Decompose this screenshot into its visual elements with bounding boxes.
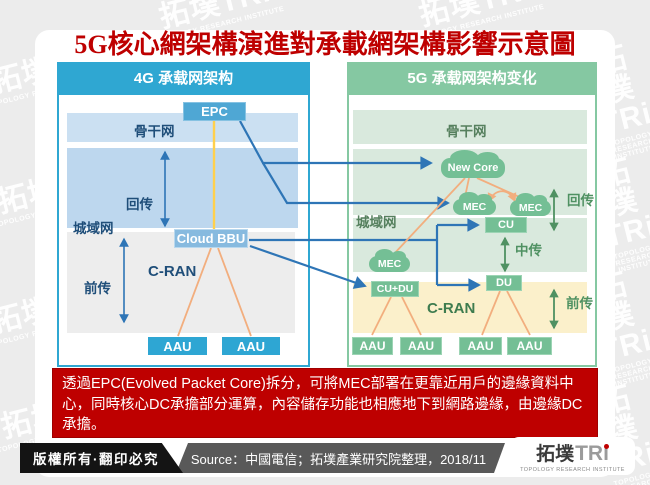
node-aau-5g-4: AAU xyxy=(507,337,552,355)
label-5g-cran: C-RAN xyxy=(427,300,476,317)
source-text: Source：中國電信；拓墣產業研究院整理，2018/11 xyxy=(190,451,487,467)
logo-panel: 拓墣 TRi TOPOLOGY RESEARCH INSTITUTE xyxy=(510,437,635,475)
band-4g-backhaul xyxy=(67,148,298,228)
source-bar: Source：中國電信；拓墣產業研究院整理，2018/11 xyxy=(172,443,505,473)
node-aau-5g-3: AAU xyxy=(459,337,502,355)
label-5g-metro: 城域网 xyxy=(356,215,397,230)
logo-row: 拓墣 TRi xyxy=(536,439,609,466)
node-aau-4g-1: AAU xyxy=(148,337,207,355)
node-du: DU xyxy=(486,275,522,291)
node-aau-5g-2: AAU xyxy=(400,337,442,355)
node-cu: CU xyxy=(485,217,527,233)
label-5g-midhaul: 中传 xyxy=(515,243,542,258)
node-epc: EPC xyxy=(183,102,246,121)
node-mec-cloud-edge: MEC xyxy=(369,249,410,272)
node-aau-4g-2: AAU xyxy=(222,337,280,355)
logo-subtitle: TOPOLOGY RESEARCH INSTITUTE xyxy=(520,467,625,473)
label-4g-cran: C-RAN xyxy=(148,263,197,280)
node-mec-cloud-left: MEC xyxy=(453,192,496,215)
note-box: 透過EPC(Evolved Packet Core)拆分，可將MEC部署在更靠近… xyxy=(52,368,598,438)
copyright-text: 版權所有·翻印必究 xyxy=(33,452,159,467)
label-4g-backbone: 骨干网 xyxy=(134,124,175,139)
page-title: 5G核心網架構演進對承載網架構影響示意圖 xyxy=(74,30,576,59)
copyright-bar: 版權所有·翻印必究 xyxy=(20,443,183,473)
label-4g-metro: 城域网 xyxy=(73,221,114,236)
panel-4g-header: 4G 承载网架构 xyxy=(57,62,310,93)
node-mec-cloud-right: MEC xyxy=(510,193,551,216)
node-aau-5g-1: AAU xyxy=(352,337,393,355)
label-5g-backbone: 骨干网 xyxy=(446,124,487,139)
panel-5g-header: 5G 承载网架构变化 xyxy=(347,62,597,93)
label-5g-fronthaul: 前传 xyxy=(566,296,593,311)
logo-cjk-text: 拓墣 xyxy=(536,444,575,465)
node-cloud-bbu: Cloud BBU xyxy=(174,229,248,248)
label-4g-backhaul: 回传 xyxy=(126,197,153,212)
tri-logo-icon: TRi xyxy=(575,442,609,465)
node-cu-du: CU+DU xyxy=(371,281,419,297)
label-4g-fronthaul: 前传 xyxy=(84,281,111,296)
node-new-core-cloud: New Core xyxy=(441,149,505,178)
note-text: 透過EPC(Evolved Packet Core)拆分，可將MEC部署在更靠近… xyxy=(62,376,583,434)
label-5g-backhaul: 回传 xyxy=(567,193,594,208)
